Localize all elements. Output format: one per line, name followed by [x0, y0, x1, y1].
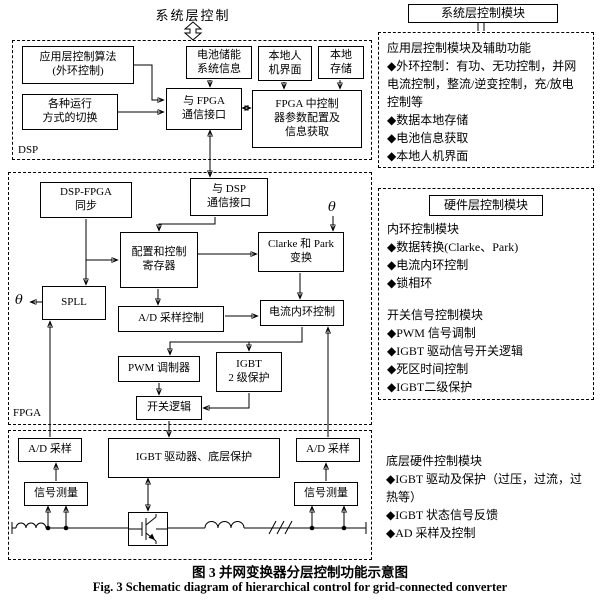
hardware-layer-panel-title: 硬件层控制模块 [428, 195, 543, 216]
system-layer-label: 系统层控制 [155, 8, 231, 23]
switch-signal-subtitle: 开关信号控制模块 [387, 308, 484, 322]
bottom-panel-item: ◆IGBT 驱动及保护（过压，过流，过热等） [386, 472, 583, 504]
signal-meas-left-box: 信号测量 [24, 482, 88, 506]
local-storage-box: 本地 存储 [318, 46, 364, 79]
ad-sample-left-box: A/D 采样 [18, 438, 82, 462]
bottom-hardware-panel: 底层硬件控制模块 ◆IGBT 驱动及保护（过压，过流，过热等） ◆IGBT 状态… [378, 446, 594, 550]
hardware-panel-item: ◆PWM 信号调制 [387, 326, 476, 340]
double-arrow-icon [183, 21, 203, 41]
hardware-panel-item: ◆数据转换(Clarke、Park) [387, 240, 519, 254]
hardware-panel-item: ◆IGBT 驱动信号开关逻辑 [387, 344, 524, 358]
app-algo-box: 应用层控制算法 (外环控制) [22, 46, 134, 84]
dsp-region-label: DSP [18, 144, 39, 156]
hardware-panel-item: ◆电流内环控制 [387, 258, 469, 272]
system-panel-item: ◆本地人机界面 [387, 149, 469, 163]
system-layer-panel: 应用层控制模块及辅助功能 ◆外环控制：有功、无功控制，并网电流控制，整流/逆变控… [378, 32, 594, 168]
hmi-box: 本地人 机界面 [258, 46, 312, 81]
caption-zh: 图 3 并网变换器分层控制功能示意图 [192, 565, 408, 580]
system-panel-item: ◆电池信息获取 [387, 131, 469, 145]
system-panel-subtitle: 应用层控制模块及辅助功能 [387, 41, 532, 55]
hardware-panel-item: ◆死区时间控制 [387, 362, 469, 376]
dsp-region [12, 40, 372, 160]
mode-switch-box: 各种运行 方式的切换 [22, 94, 118, 130]
bottom-panel-item: ◆AD 采样及控制 [386, 526, 476, 540]
ad-sample-ctrl-box: A/D 采样控制 [118, 306, 224, 332]
theta-in-label: θ [328, 200, 336, 215]
dsp-comm-box: 与 DSP 通信接口 [190, 178, 268, 216]
igbt-module-box [128, 512, 168, 546]
igbt-protect-box: IGBT 2 级保护 [216, 352, 282, 392]
caption-en: Fig. 3 Schematic diagram of hierarchical… [92, 580, 508, 594]
bottom-panel-title: 底层硬件控制模块 [386, 454, 483, 468]
dsp-fpga-sync-box: DSP-FPGA 同步 [40, 182, 132, 218]
current-loop-box: 电流内环控制 [260, 300, 344, 326]
inner-loop-subtitle: 内环控制模块 [387, 222, 460, 236]
fpga-region-label: FPGA [13, 407, 42, 419]
theta-out-label: θ [15, 293, 23, 308]
fpga-config-box: FPGA 中控制 器参数配置及 信息获取 [252, 90, 362, 148]
hardware-panel-item: ◆锁相环 [387, 276, 433, 290]
hardware-panel-item: ◆IGBT二级保护 [387, 380, 473, 394]
pwm-modulator-box: PWM 调制器 [118, 356, 200, 382]
switch-logic-box: 开关逻辑 [136, 396, 202, 420]
system-panel-item: ◆数据本地存储 [387, 113, 469, 127]
battery-info-box: 电池储能 系统信息 [186, 46, 252, 79]
clarke-park-box: Clarke 和 Park 变换 [258, 232, 344, 272]
igbt-symbol-icon [129, 514, 167, 544]
fpga-comm-box: 与 FPGA 通信接口 [166, 88, 242, 130]
spll-box: SPLL [42, 286, 106, 320]
system-module-title-box: 系统层控制模块 [408, 4, 558, 23]
igbt-driver-box: IGBT 驱动器、底层保护 [108, 438, 280, 478]
system-panel-item: ◆外环控制：有功、无功控制，并网电流控制，整流/逆变控制，充/放电控制等 [387, 59, 577, 109]
hardware-region [8, 430, 372, 560]
hardware-layer-panel: 硬件层控制模块 内环控制模块 ◆数据转换(Clarke、Park) ◆电流内环控… [378, 188, 594, 400]
ad-sample-right-box: A/D 采样 [296, 438, 360, 462]
bottom-panel-item: ◆IGBT 状态信号反馈 [386, 508, 499, 522]
config-register-box: 配置和控制 寄存器 [120, 232, 198, 288]
signal-meas-right-box: 信号测量 [294, 482, 358, 506]
fpga-region [8, 172, 372, 425]
